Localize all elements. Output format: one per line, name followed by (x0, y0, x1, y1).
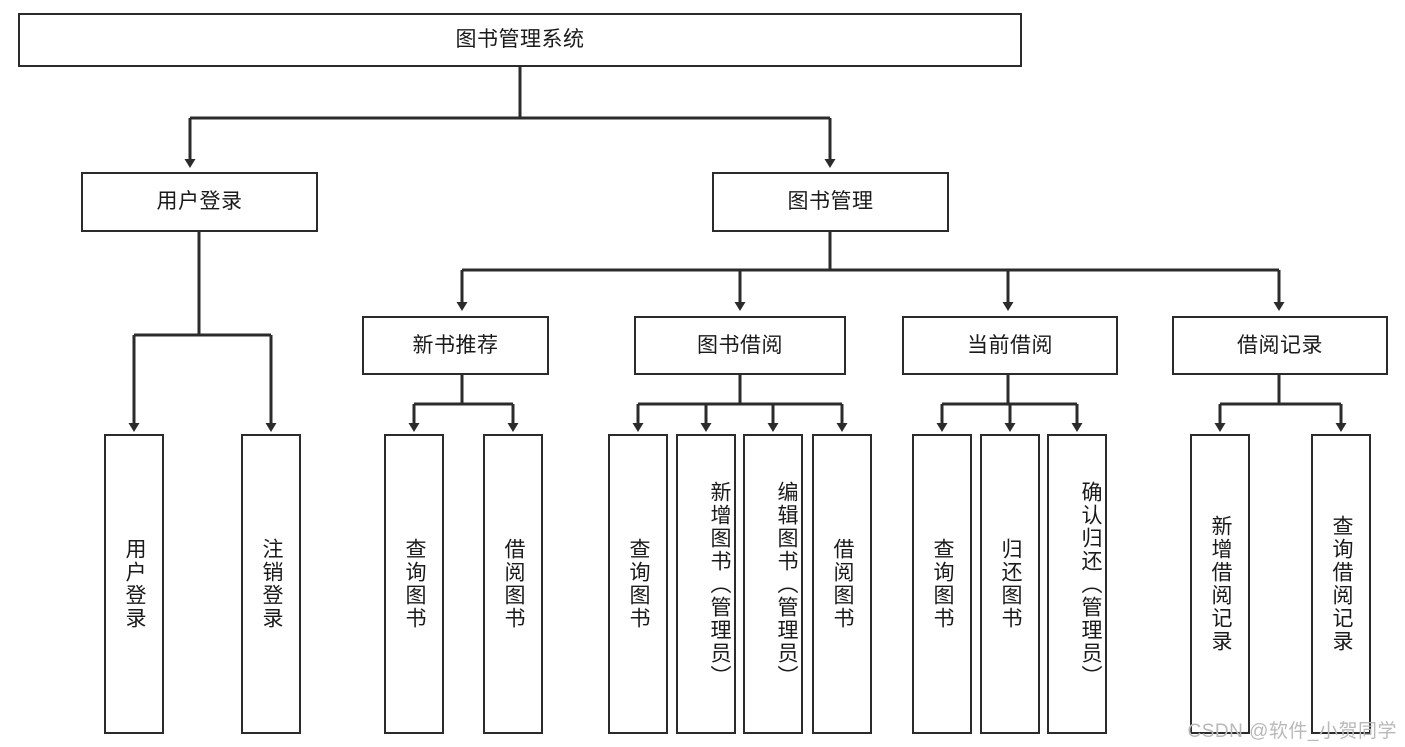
leaf-edit-book-admin[interactable]: 编辑图书（管理员） (743, 434, 803, 734)
node-label: 注销登录 (260, 538, 283, 630)
node-label: 图书借阅 (697, 333, 783, 357)
node-label: 查询图书 (403, 538, 426, 630)
node-label: 借阅记录 (1237, 333, 1323, 357)
node-label: 查询图书 (627, 538, 650, 630)
node-label: 图书管理系统 (455, 28, 585, 52)
node-label: 新书推荐 (412, 333, 499, 357)
node-root-book-management-system[interactable]: 图书管理系统 (18, 13, 1022, 67)
node-label: 查询图书 (931, 538, 954, 630)
leaf-logout[interactable]: 注销登录 (241, 434, 301, 734)
leaf-query-book-current[interactable]: 查询图书 (912, 434, 972, 734)
node-label: 归还图书 (999, 538, 1022, 630)
node-new-book-recommendation[interactable]: 新书推荐 (362, 316, 549, 375)
node-borrow-record[interactable]: 借阅记录 (1172, 316, 1388, 375)
leaf-add-borrow-record[interactable]: 新增借阅记录 (1190, 434, 1250, 734)
node-label: 图书管理 (787, 190, 874, 214)
leaf-query-book-recommend[interactable]: 查询图书 (384, 434, 444, 734)
node-book-management[interactable]: 图书管理 (712, 172, 949, 232)
leaf-query-borrow-record[interactable]: 查询借阅记录 (1311, 434, 1371, 734)
leaf-user-login[interactable]: 用户登录 (104, 434, 164, 734)
node-label: 查询借阅记录 (1330, 515, 1353, 653)
leaf-borrow-book-recommend[interactable]: 借阅图书 (483, 434, 543, 734)
node-label: 借阅图书 (502, 538, 525, 630)
node-book-borrow[interactable]: 图书借阅 (634, 316, 846, 375)
node-label: 借阅图书 (831, 538, 854, 630)
leaf-query-book-borrow[interactable]: 查询图书 (608, 434, 668, 734)
node-label: 新增图书（管理员） (708, 480, 731, 688)
node-current-borrow[interactable]: 当前借阅 (902, 316, 1118, 375)
node-user-login[interactable]: 用户登录 (81, 172, 318, 232)
node-label: 用户登录 (123, 538, 146, 630)
node-label: 确认归还（管理员） (1079, 480, 1102, 688)
leaf-confirm-return-admin[interactable]: 确认归还（管理员） (1047, 434, 1107, 734)
node-label: 用户登录 (156, 190, 243, 214)
node-label: 当前借阅 (967, 333, 1053, 357)
leaf-add-book-admin[interactable]: 新增图书（管理员） (676, 434, 736, 734)
node-label: 新增借阅记录 (1209, 515, 1232, 653)
leaf-return-book[interactable]: 归还图书 (980, 434, 1040, 734)
watermark: CSDN @软件_小贺同学 (1187, 721, 1397, 742)
node-label: 编辑图书（管理员） (775, 480, 798, 688)
leaf-borrow-book[interactable]: 借阅图书 (812, 434, 872, 734)
